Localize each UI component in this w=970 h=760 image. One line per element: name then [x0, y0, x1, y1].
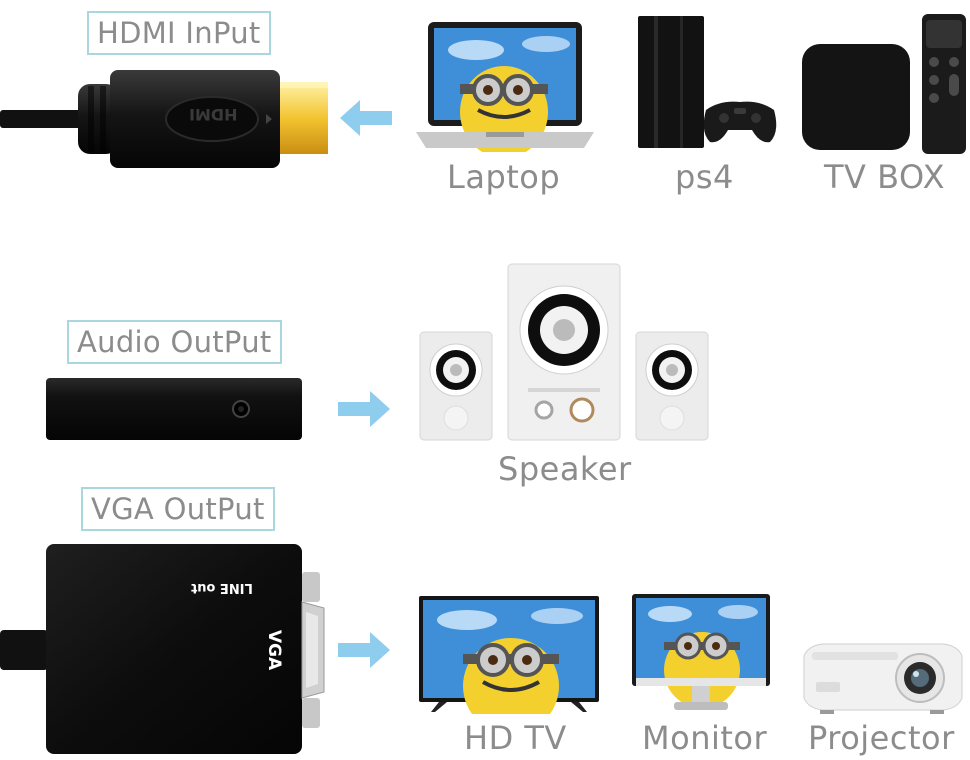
arrow-left-icon	[340, 100, 392, 136]
tv-box-caption: TV BOX	[824, 158, 946, 196]
laptop-image	[416, 20, 594, 158]
speaker-image	[418, 262, 710, 448]
hd-tv-caption: HD TV	[464, 719, 567, 757]
vga-output-label: VGA OutPut	[81, 487, 275, 531]
vga-adapter-image	[0, 542, 330, 760]
arrow-right-icon	[338, 391, 390, 427]
hdmi-logo-text: HDMI	[188, 105, 238, 124]
projector-caption: Projector	[808, 719, 955, 757]
ps4-caption: ps4	[675, 158, 734, 196]
speaker-caption: Speaker	[498, 450, 632, 488]
laptop-caption: Laptop	[447, 158, 561, 196]
hdmi-input-label: HDMI InPut	[87, 11, 271, 55]
projector-image	[798, 638, 966, 718]
monitor-caption: Monitor	[642, 719, 768, 757]
audio-output-label: Audio OutPut	[67, 320, 282, 364]
ps4-image	[636, 14, 778, 158]
hd-tv-image	[417, 594, 601, 734]
arrow-right-icon-vga	[338, 632, 390, 668]
vga-port-text: VGA	[264, 629, 285, 671]
hdmi-cable	[0, 62, 340, 196]
tv-box-image	[800, 14, 968, 158]
monitor-image	[630, 592, 772, 718]
vga-line-out-text: LINE out	[191, 580, 253, 595]
audio-adapter-image	[46, 376, 304, 446]
